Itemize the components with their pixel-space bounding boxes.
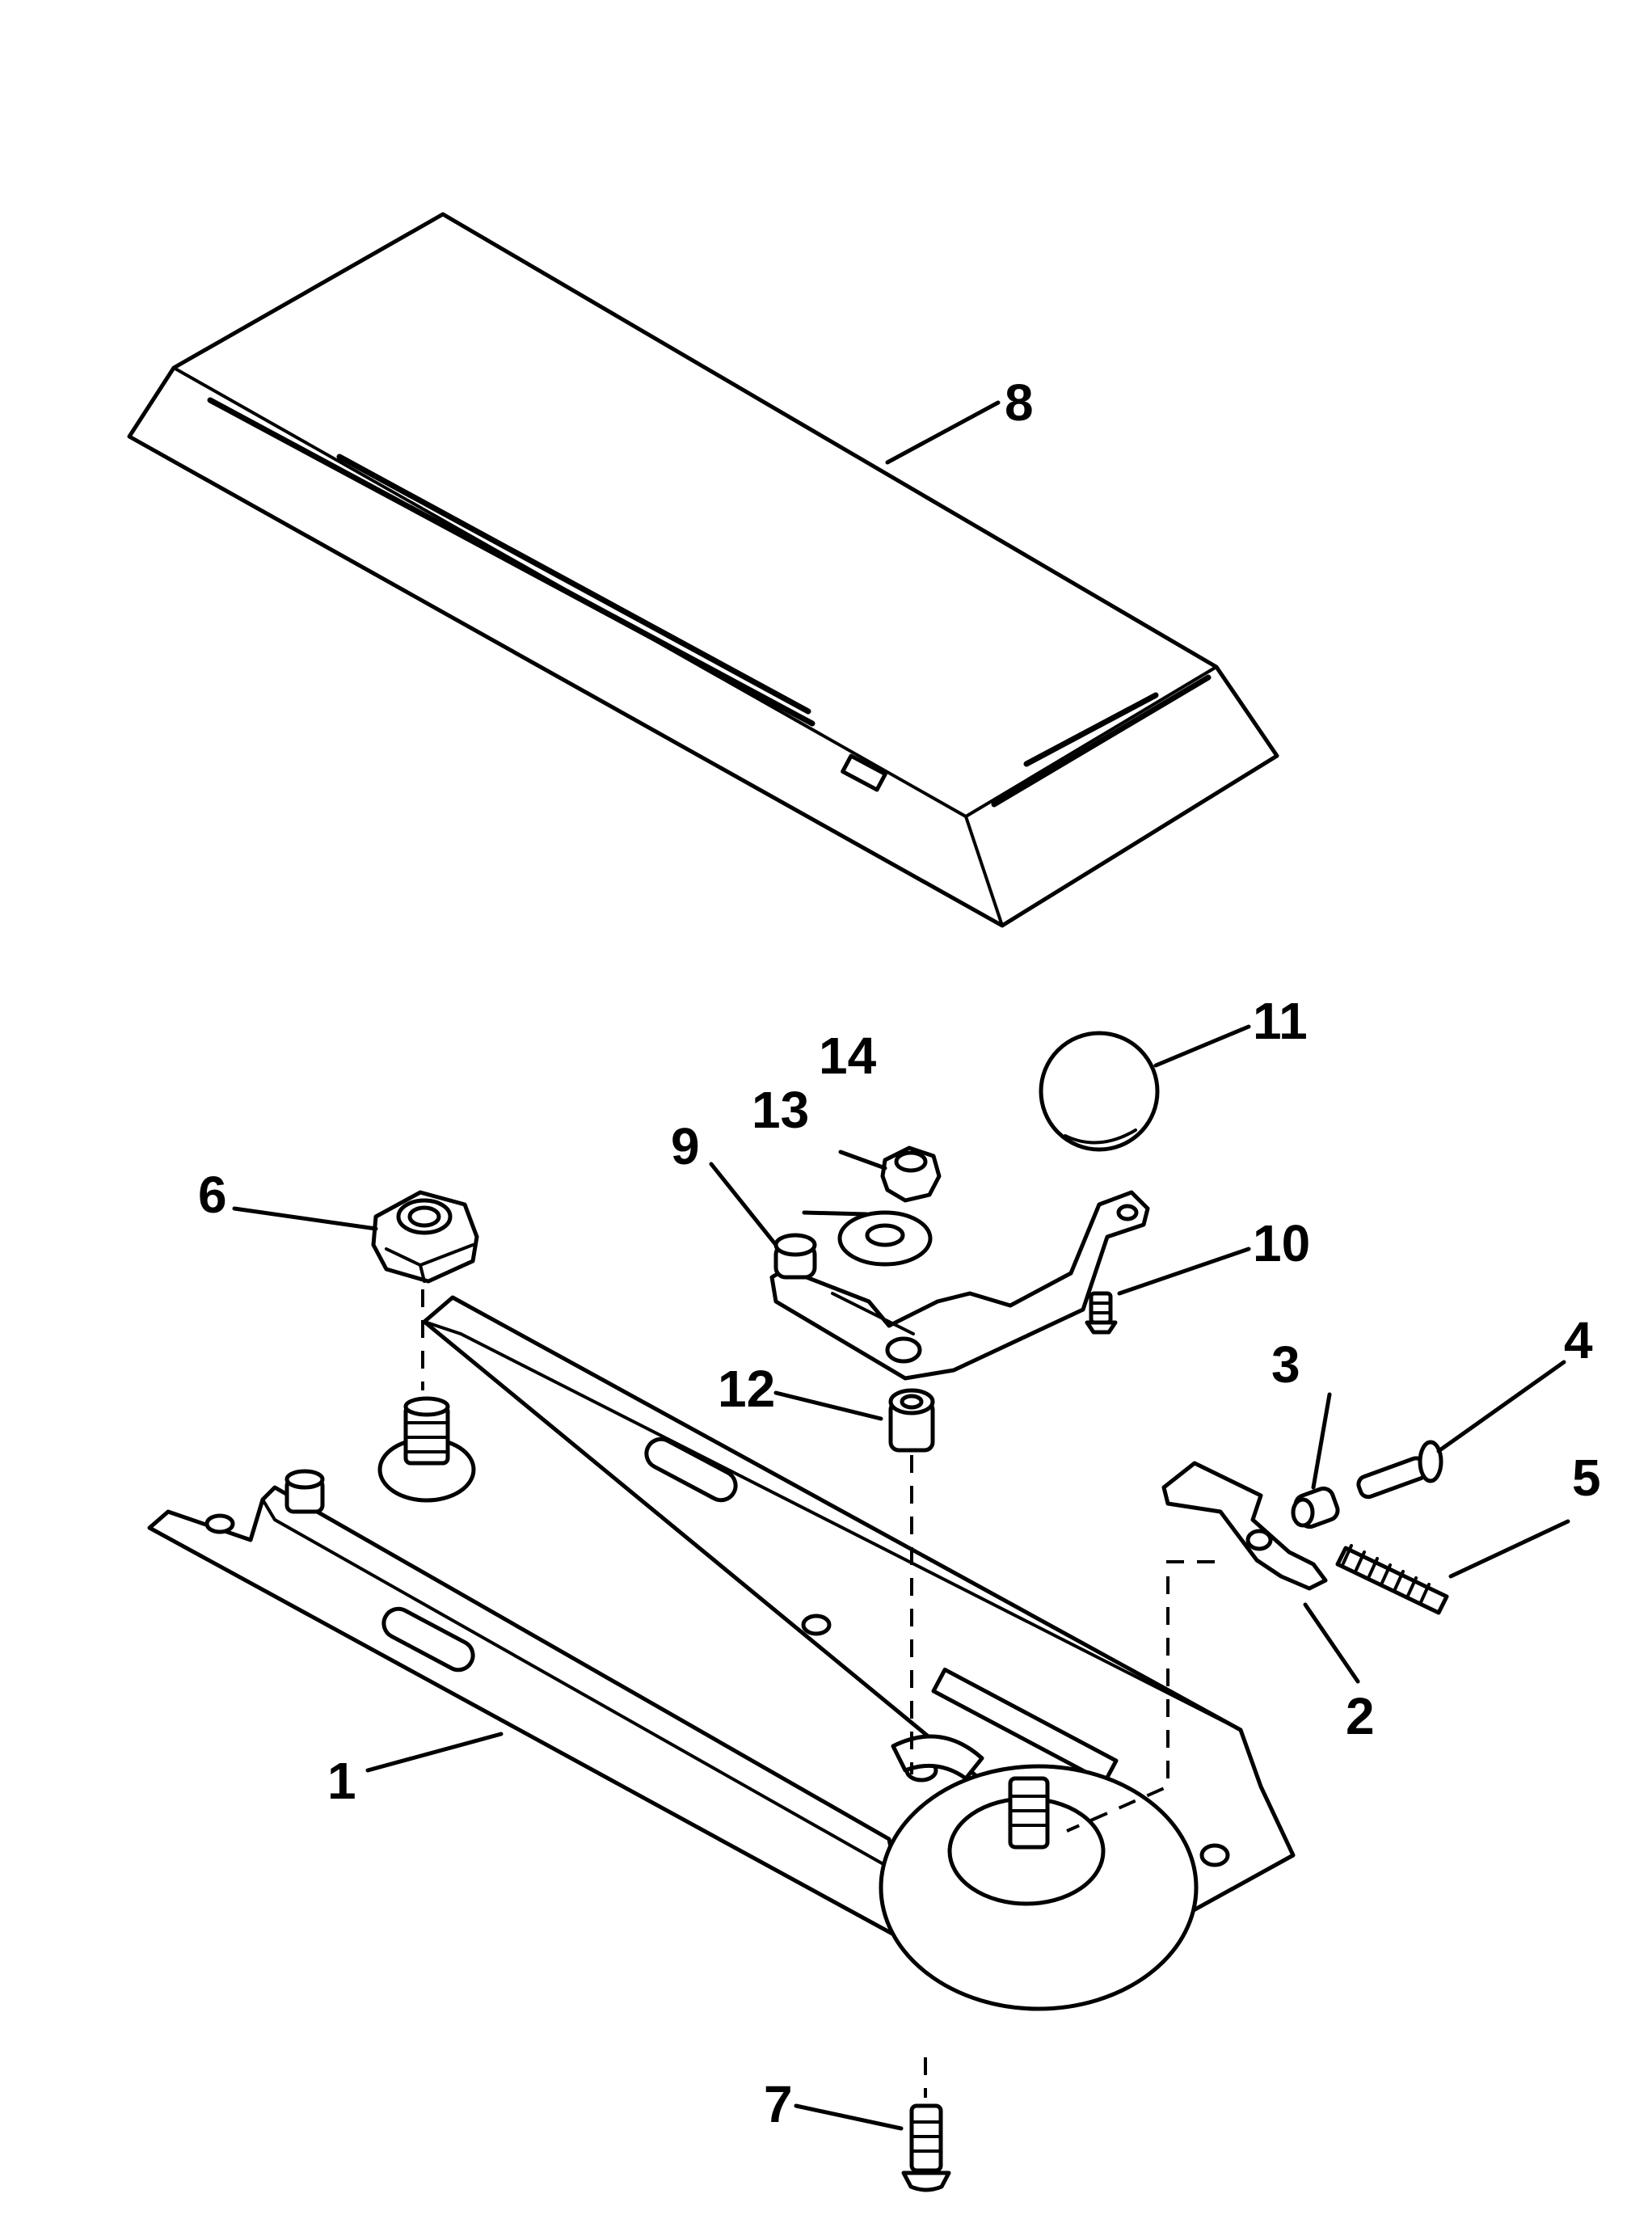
part-6-lock-nut xyxy=(371,1190,479,1284)
part-1-base-bracket xyxy=(147,1295,1296,2011)
part-9-lever-plate xyxy=(769,1190,1150,1381)
callout-7: 7 xyxy=(764,2075,793,2133)
part-14-small-nut xyxy=(880,1145,942,1203)
part-10-small-screw xyxy=(1085,1291,1118,1335)
part-12-spacer xyxy=(888,1388,935,1453)
part-5-spring xyxy=(1335,1544,1449,1615)
part-2-latch-arm xyxy=(1161,1461,1328,1591)
callout-9: 9 xyxy=(671,1117,700,1175)
part-13-washer xyxy=(837,1210,933,1267)
callouts: 8 11 14 13 9 6 10 12 3 4 5 2 1 7 xyxy=(198,373,1601,2133)
callout-11: 11 xyxy=(1253,992,1308,1050)
callout-2: 2 xyxy=(1346,1687,1375,1745)
callout-13: 13 xyxy=(752,1081,809,1139)
part-7-screw xyxy=(901,2103,951,2192)
callout-1: 1 xyxy=(327,1752,356,1810)
callout-4: 4 xyxy=(1564,1311,1593,1369)
callout-12: 12 xyxy=(718,1360,775,1418)
part-4-pin xyxy=(1356,1440,1443,1500)
part-11-ball xyxy=(1039,1031,1160,1152)
part-3-bushing xyxy=(1291,1486,1340,1529)
callout-14: 14 xyxy=(819,1027,877,1085)
callout-10: 10 xyxy=(1253,1214,1310,1272)
callout-3: 3 xyxy=(1271,1335,1300,1394)
part-8-cover xyxy=(127,212,1279,928)
assembly-lines xyxy=(421,1289,1215,2098)
leader-lines xyxy=(232,400,1570,2131)
callout-8: 8 xyxy=(1005,373,1034,432)
callout-6: 6 xyxy=(198,1166,227,1224)
callout-5: 5 xyxy=(1572,1449,1601,1507)
